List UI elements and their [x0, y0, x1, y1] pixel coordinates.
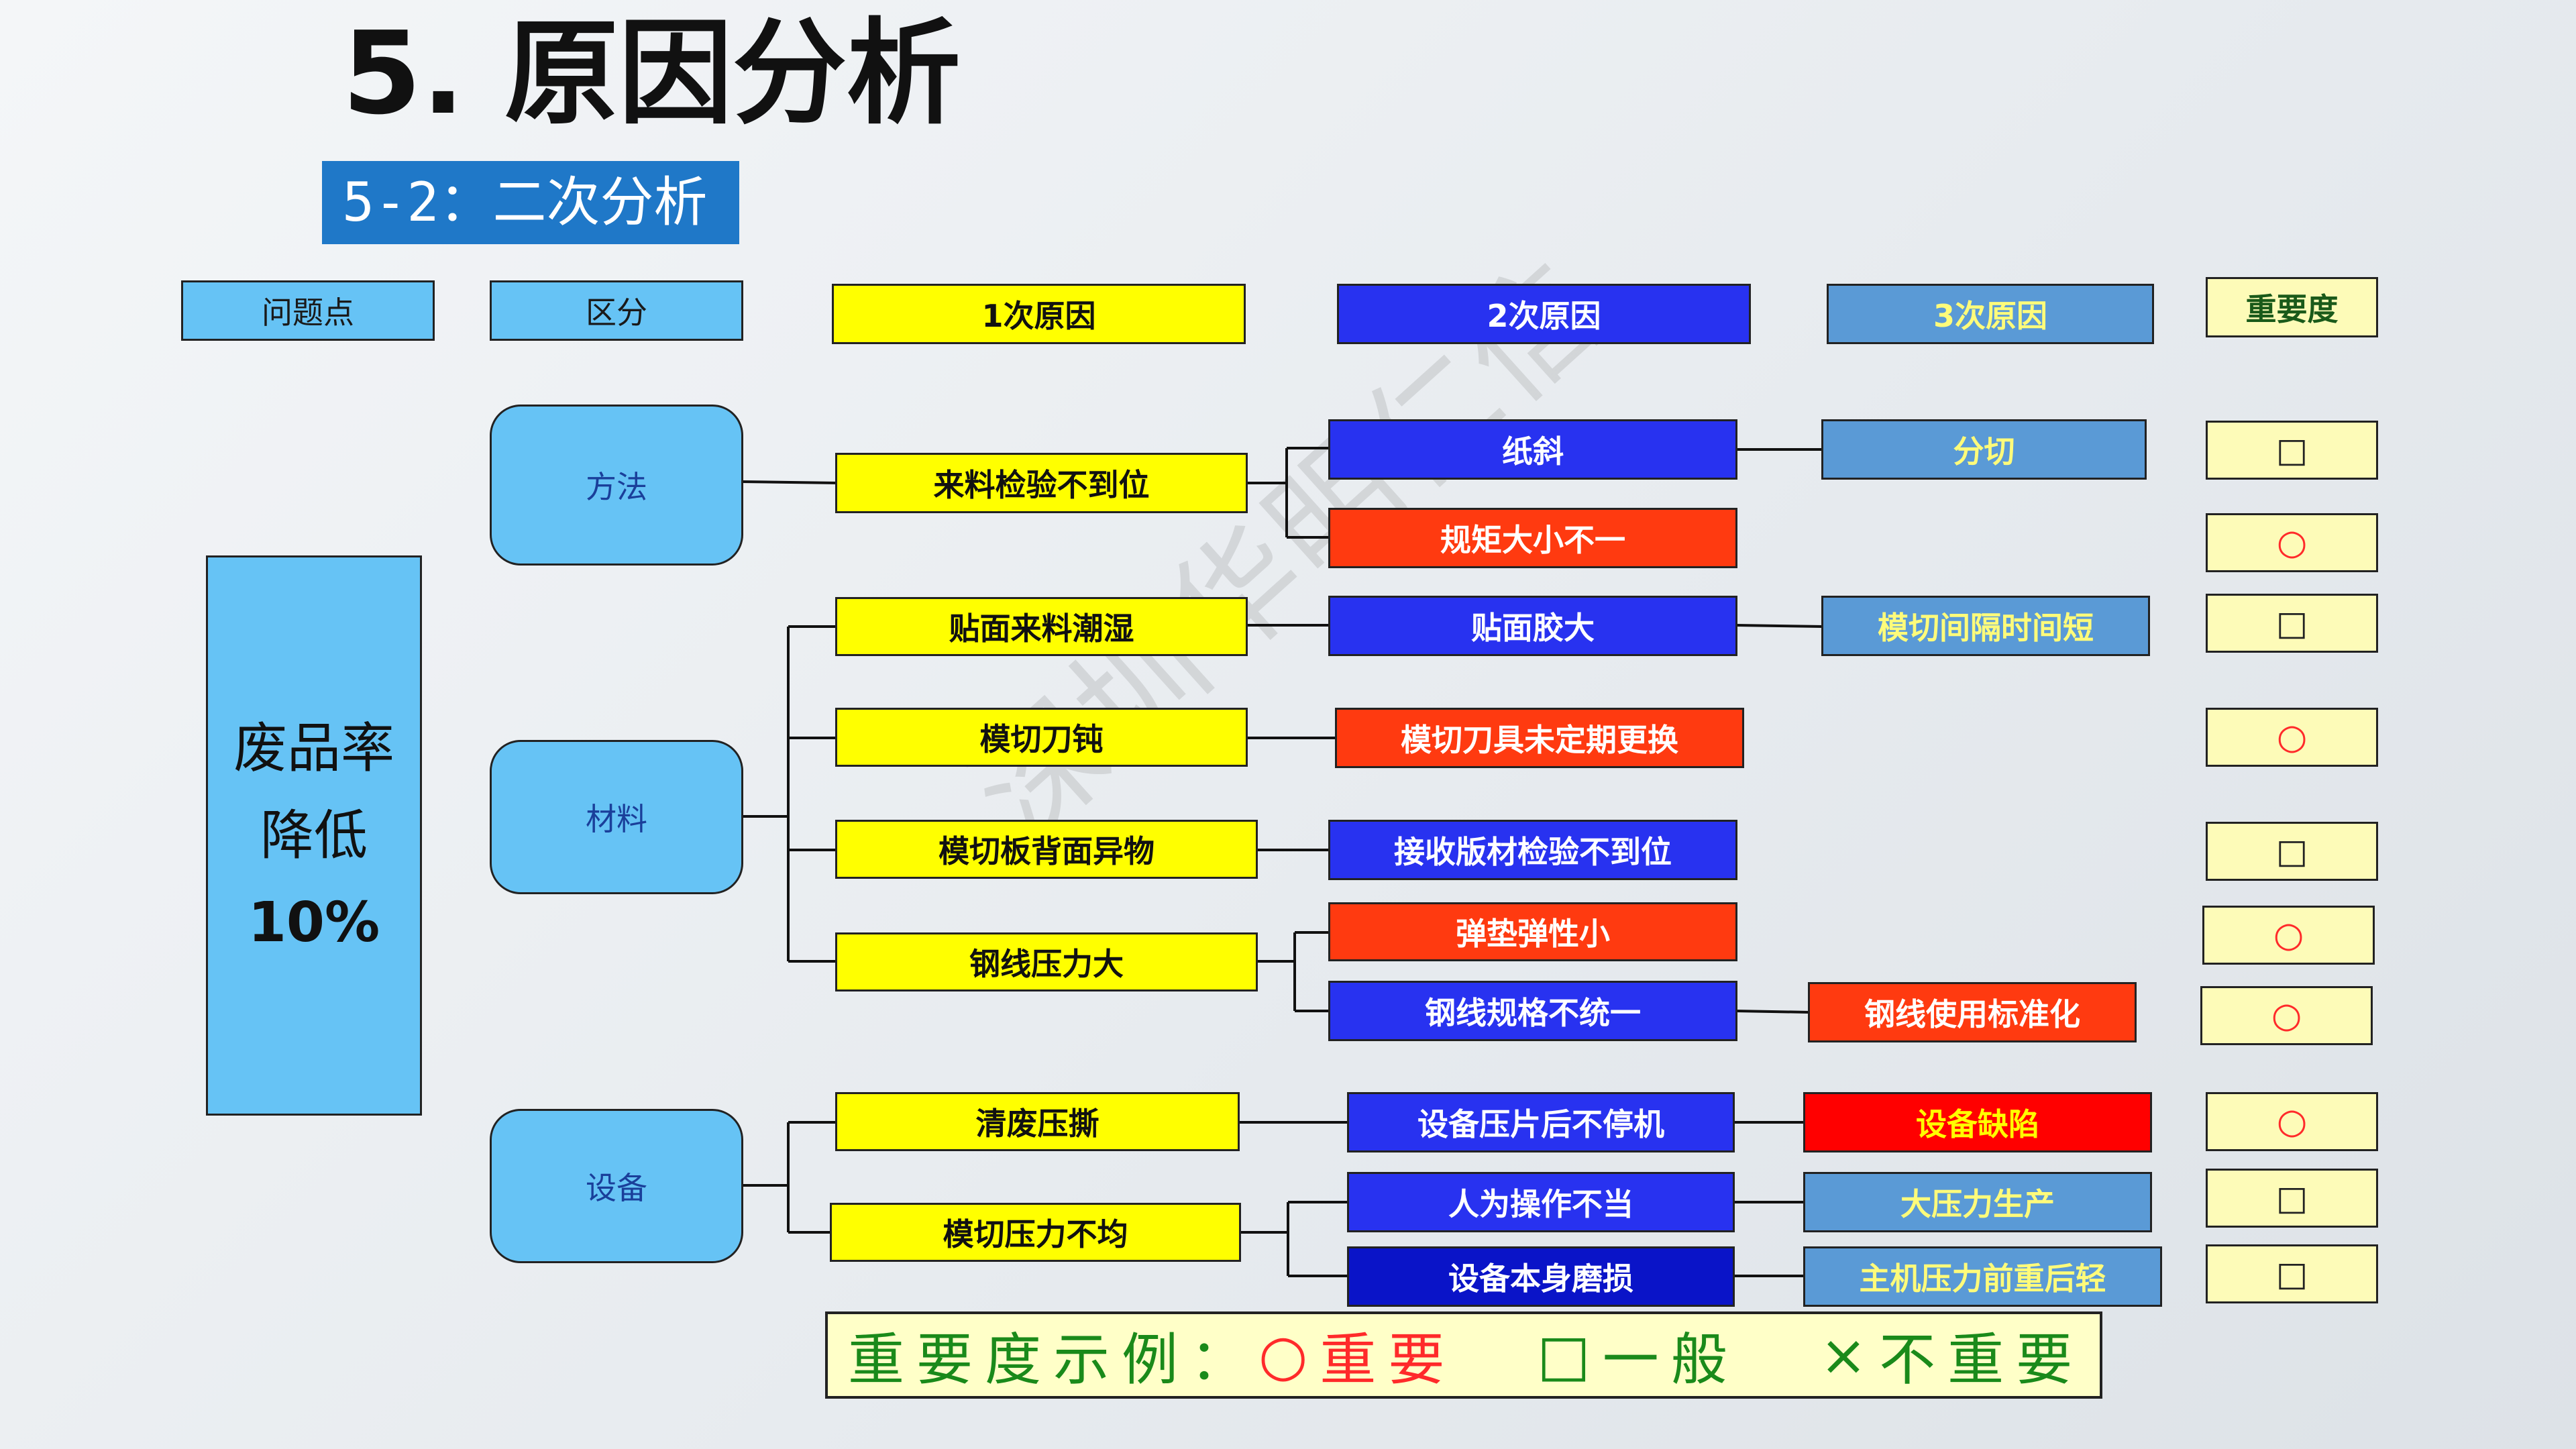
importance-mark: □ [2206, 1244, 2378, 1303]
importance-mark: □ [2206, 594, 2378, 653]
importance-mark: ○ [2206, 1092, 2378, 1151]
legend-important-label: 重要 [1320, 1326, 1457, 1393]
page-title: 5. 原因分析 [342, 7, 961, 140]
cause1-wire-pressure: 钢线压力大 [835, 932, 1258, 991]
section-subtitle: 5-2：二次分析 [322, 161, 739, 244]
cause2-excess-glue: 贴面胶大 [1328, 596, 1737, 656]
cause1-incoming-inspection: 来料检验不到位 [835, 453, 1248, 513]
importance-mark: □ [2206, 822, 2378, 881]
importance-mark: ○ [2206, 513, 2378, 572]
importance-mark: □ [2206, 421, 2378, 480]
legend-not-important-mark: × [1819, 1322, 1880, 1388]
legend-general-mark: □ [1537, 1322, 1603, 1388]
category-material: 材料 [490, 740, 743, 894]
legend-not-important-label: 不重要 [1879, 1326, 2085, 1393]
cause2-die-not-replaced: 模切刀具未定期更换 [1335, 708, 1744, 768]
legend-general-label: 一般 [1602, 1326, 1739, 1393]
cause2-gauge-size: 规矩大小不一 [1328, 508, 1737, 568]
problem-value: 10% [248, 890, 380, 955]
header-category: 区分 [490, 280, 743, 341]
header-cause-2: 2次原因 [1337, 284, 1751, 344]
header-cause-1: 1次原因 [832, 284, 1246, 344]
legend-prefix: 重要度示例： [848, 1326, 1259, 1393]
cause2-plate-inspection: 接收版材检验不到位 [1328, 820, 1737, 880]
cause2-equipment-wear: 设备本身磨损 [1347, 1246, 1735, 1307]
importance-legend: 重要度示例： ○ 重要 □ 一般 × 不重要 [825, 1311, 2102, 1399]
cause2-wire-spec: 钢线规格不统一 [1328, 981, 1737, 1041]
cause2-spring-pad: 弹垫弹性小 [1328, 902, 1737, 961]
cause3-front-heavy: 主机压力前重后轻 [1803, 1246, 2162, 1307]
importance-mark: ○ [2202, 906, 2375, 965]
cause3-equipment-defect: 设备缺陷 [1803, 1092, 2152, 1152]
category-equipment: 设备 [490, 1109, 743, 1263]
cause3-slitting: 分切 [1821, 419, 2147, 480]
cause2-operator-error: 人为操作不当 [1347, 1172, 1735, 1232]
cause1-facing-damp: 贴面来料潮湿 [835, 597, 1248, 656]
cause1-foreign-matter: 模切板背面异物 [835, 820, 1258, 879]
cause3-interval-short: 模切间隔时间短 [1821, 596, 2150, 656]
cause1-stripping-tear: 清废压撕 [835, 1092, 1240, 1151]
cause3-wire-standard: 钢线使用标准化 [1808, 982, 2137, 1042]
problem-point-box: 废品率 降低 10% [206, 555, 422, 1116]
cause1-uneven-pressure: 模切压力不均 [830, 1203, 1241, 1262]
importance-mark: □ [2206, 1169, 2378, 1228]
problem-line-2: 降低 [260, 804, 368, 867]
cause2-machine-not-stop: 设备压片后不停机 [1347, 1092, 1735, 1152]
cause3-high-pressure: 大压力生产 [1803, 1172, 2152, 1232]
cause2-paper-skew: 纸斜 [1328, 419, 1737, 480]
cause1-dull-die: 模切刀钝 [835, 708, 1248, 767]
connector [1735, 1010, 1811, 1014]
header-cause-3: 3次原因 [1827, 284, 2154, 344]
category-method: 方法 [490, 405, 743, 566]
header-problem-point: 问题点 [181, 280, 435, 341]
importance-mark: ○ [2200, 986, 2373, 1045]
legend-important-mark: ○ [1258, 1322, 1320, 1388]
header-importance: 重要度 [2206, 277, 2378, 337]
importance-mark: ○ [2206, 708, 2378, 767]
problem-line-1: 废品率 [233, 716, 394, 780]
connector [741, 480, 839, 484]
connector [1735, 624, 1824, 628]
